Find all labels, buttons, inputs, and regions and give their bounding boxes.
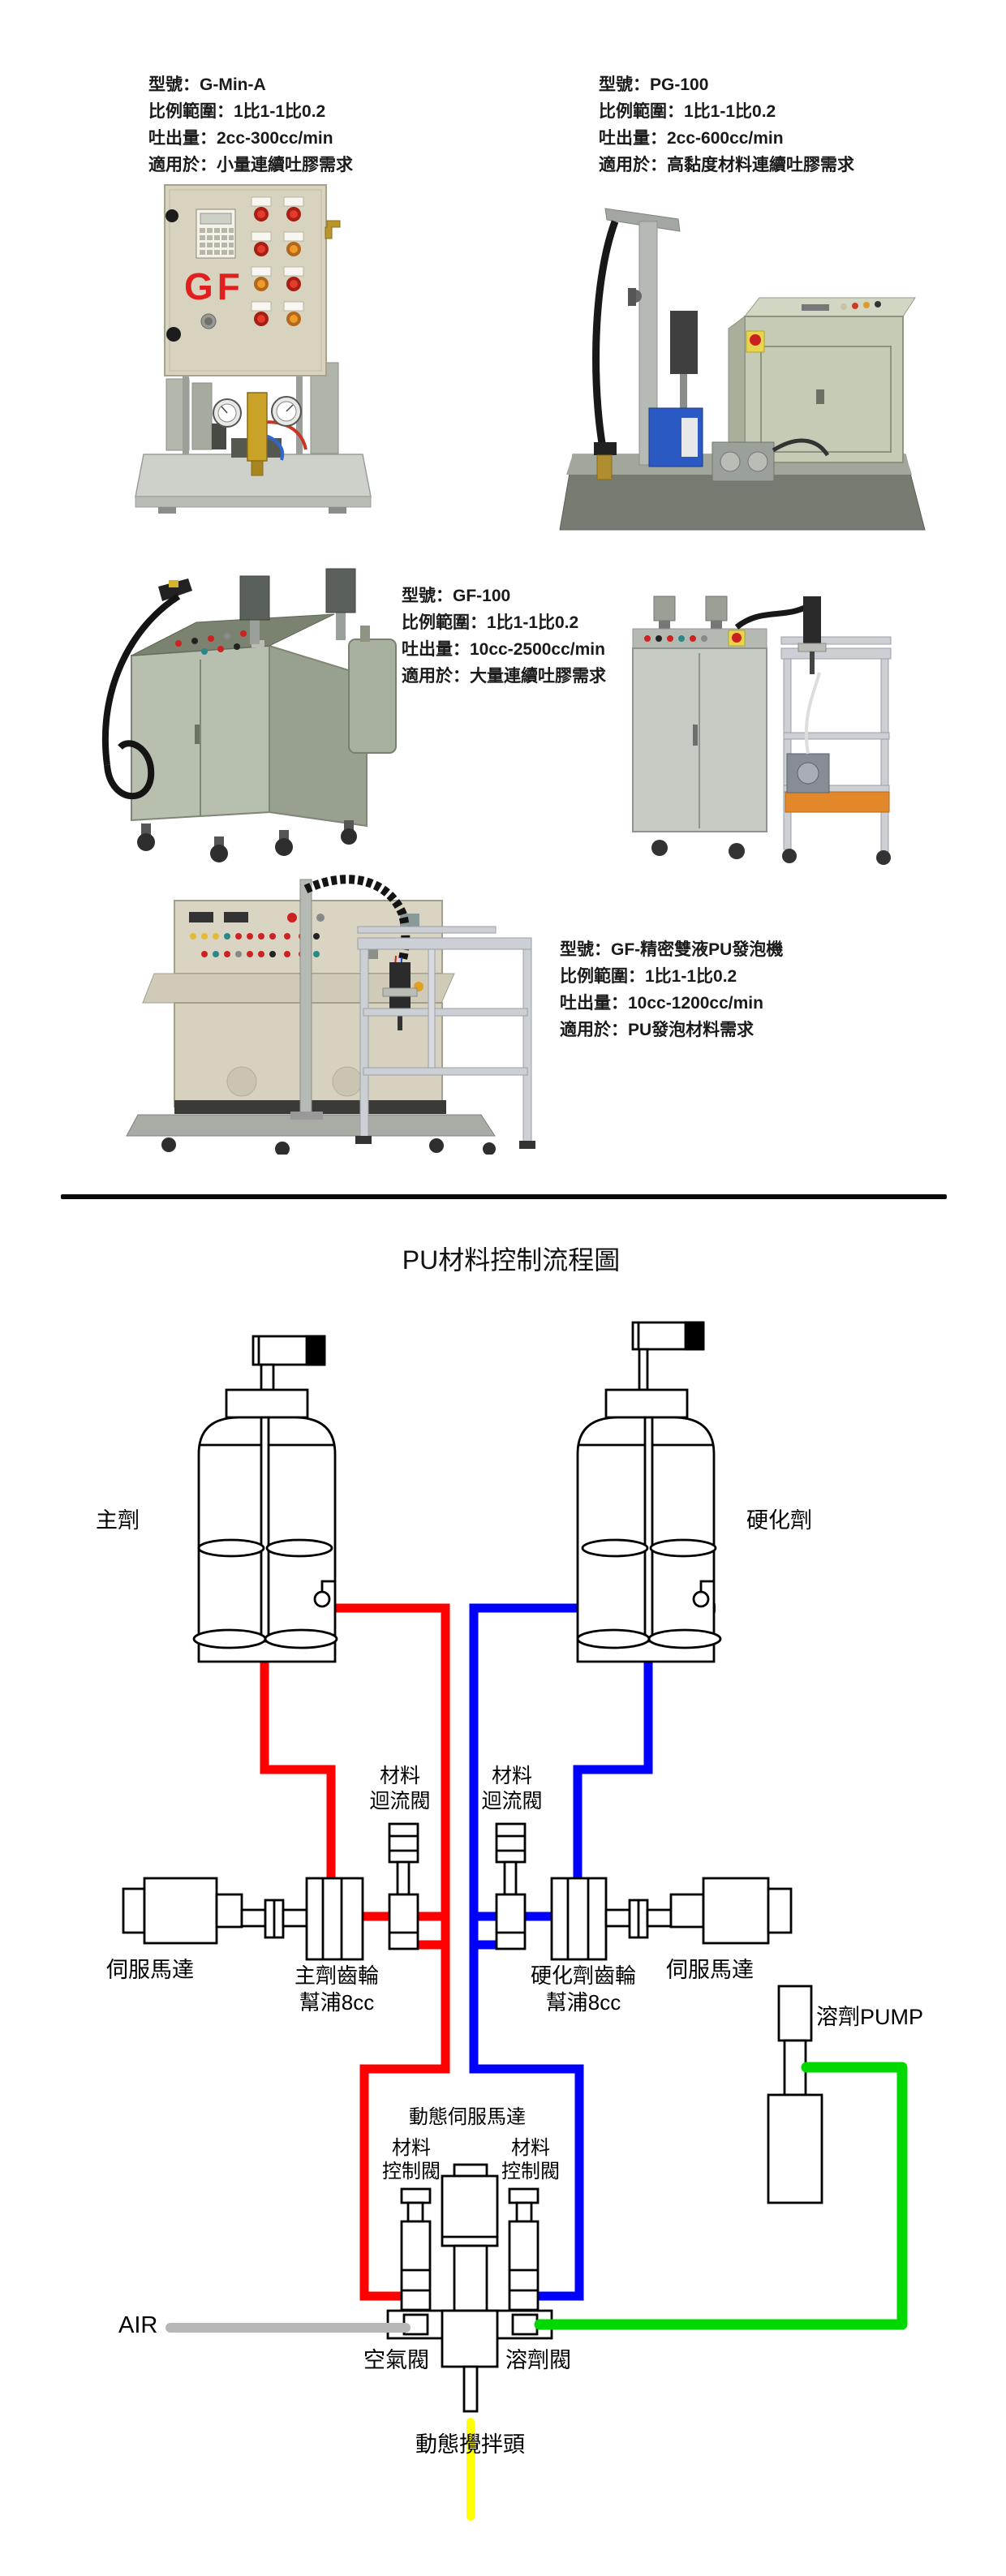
door-knob [166,327,181,342]
spec-usage: 適用於：大量連續吐膠需求 [402,667,606,686]
label-dynamic-servo-motor: 動態伺服馬達 [409,2106,526,2128]
main-agent-control-valve [400,2187,432,2312]
spec-ratio: 比例範圍：1比1-1比0.2 [560,967,737,986]
section-divider [61,1194,947,1199]
main-agent-servo-pump [122,1877,364,1961]
product-photo-gf-100 [101,568,397,862]
spec-usage: 適用於：高黏度材料連續吐膠需求 [599,156,854,174]
dynamic-servo-motor-assembly [441,2163,499,2312]
level-sensor [692,1590,710,1608]
spec-model: 型號：GF-精密雙液PU發泡機 [560,940,784,959]
level-sensor-pipe [320,1580,335,1591]
label-main-agent: 主劑 [96,1508,140,1533]
main-agent-tank [192,1335,338,1663]
casters [161,1137,496,1155]
level-sensor-pipe [699,1580,714,1591]
main-agent-feed-line [260,1660,336,1884]
label-main-gear-pump: 主劑齒輪 幫浦8cc [294,1963,379,2015]
label-hardener: 硬化劑 [746,1508,812,1533]
spec-usage: 適用於：小量連續吐膠需求 [148,156,353,174]
spec-ratio: 比例範圍：1比1-1比0.2 [402,613,579,632]
spec-block-pg-100: 型號：PG-100 比例範圍：1比1-1比0.2 吐出量：2cc-600cc/m… [599,71,854,178]
label-solvent-pump: 溶劑PUMP [816,2005,924,2029]
material-hose [734,603,810,630]
dispense-valve [247,392,268,462]
drum-pump-motor [670,311,698,374]
main-agent-return-valve [388,1822,419,1950]
label-dynamic-mixing-head: 動態攪拌頭 [415,2432,525,2457]
mixing-head [389,962,411,1009]
hardener-recirc-line [469,1603,716,2301]
spec-block-g-min-a: 型號：G-Min-A 比例範圍：1比1-1比0.2 吐出量：2cc-300cc/… [148,71,353,178]
material-hose [101,593,181,766]
cabinet-side [269,644,368,828]
label-solvent-valve: 溶劑閥 [505,2348,571,2372]
spec-model: 型號：PG-100 [599,75,709,94]
hardener-servo-pump [550,1877,793,1961]
indicator-buttons [251,196,304,326]
spec-usage: 適用於：PU發泡材料需求 [560,1021,754,1039]
label-material-return-valve-left: 材料 迴流閥 [369,1765,431,1813]
agitator-motor [325,568,356,613]
pressure-tank [348,639,397,754]
hardener-control-valve [508,2187,540,2312]
orange-shelf [785,791,890,813]
spec-output: 吐出量：10cc-2500cc/min [402,640,605,659]
brand-logo: GF [184,265,244,307]
dispense-gun [158,578,192,601]
spec-model: 型號：G-Min-A [148,75,266,94]
hardener-return-valve [495,1822,527,1950]
label-material-control-valve-left: 材料 控制閥 [382,2137,441,2183]
casters [137,820,357,862]
spec-output: 吐出量：2cc-300cc/min [148,129,333,148]
brass-fitting [325,220,341,239]
spec-block-gf-100: 型號：GF-100 比例範圍：1比1-1比0.2 吐出量：10cc-2500cc… [402,583,606,690]
emergency-stop-button [750,334,761,346]
label-material-control-valve-right: 材料 控制閥 [501,2137,560,2183]
diagram-title: PU材料控制流程圖 [402,1245,621,1275]
material-hose [592,220,619,461]
hardener-gear-pump [550,1877,608,1961]
product-photo-pg-100 [559,208,926,531]
spec-output: 吐出量：2cc-600cc/min [599,129,784,148]
head-shaft [462,2365,479,2413]
hardener-feed-line [573,1660,653,1884]
door-knob [166,209,178,222]
label-servo-motor-left: 伺服馬達 [106,1958,194,1982]
dispense-gun [596,454,613,480]
pu-flow-diagram [122,1321,908,2521]
label-air: AIR [118,2312,158,2338]
cable-chain [303,875,411,962]
main-agent-recirc-line [333,1603,450,2301]
steel-column [638,221,658,466]
label-hardener-gear-pump: 硬化劑齒輪 幫浦8cc [530,1963,636,2015]
label-material-return-valve-right: 材料 迴流閥 [481,1765,543,1813]
aluminum-frame-cart [780,636,892,853]
product-photo-g-min-a: GF [135,184,372,514]
solvent-valve-port [511,2313,539,2336]
control-strip [632,628,767,649]
spec-output: 吐出量：10cc-1200cc/min [560,994,763,1013]
label-servo-motor-right: 伺服馬達 [666,1958,754,1982]
agitator-motor [239,575,270,621]
steel-column [299,879,312,1116]
product-photo-gf-pu-foam [126,875,535,1155]
spec-block-gf-pu-foam: 型號：GF-精密雙液PU發泡機 比例範圍：1比1-1比0.2 吐出量：10cc-… [560,936,783,1043]
hardener-tank [576,1321,722,1663]
dispense-head [803,596,821,647]
emergency-stop-button [732,633,742,643]
main-agent-gear-pump [305,1877,364,1961]
label-air-valve: 空氣閥 [363,2348,429,2372]
solvent-pump [767,1985,823,2204]
level-sensor [313,1590,331,1608]
control-panel-top [743,297,916,317]
spec-model: 型號：GF-100 [402,587,511,605]
product-photo-gf-100-cart [632,596,892,865]
spec-ratio: 比例範圍：1比1-1比0.2 [599,102,776,121]
solvent-line [534,2062,908,2330]
panel-controls [189,912,419,959]
spec-ratio: 比例範圍：1比1-1比0.2 [148,102,326,121]
